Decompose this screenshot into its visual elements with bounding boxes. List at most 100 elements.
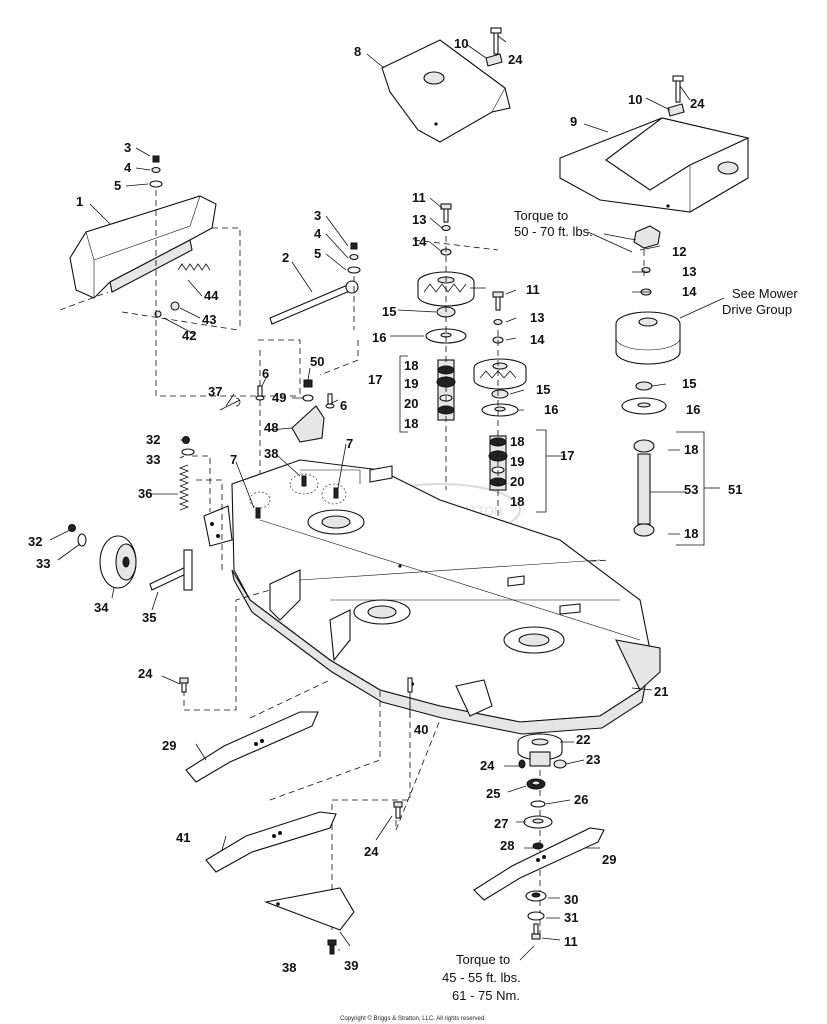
callout-6: 6 [262,366,269,381]
torque-note-bottom-line2: 45 - 55 ft. lbs. [442,970,521,985]
callout-labels: 1 2 3 4 5 3 4 5 44 43 42 8 10 24 10 24 9… [28,36,742,975]
callout-11: 11 [526,282,540,297]
blade-29-right [473,827,605,901]
assembly-lines-wheel [192,455,223,572]
bolt-6-right [325,393,335,409]
callout-24: 24 [138,666,153,681]
washer-30 [525,890,547,902]
callout-20: 20 [404,396,418,411]
nut-43 [170,301,180,311]
callout-37: 37 [208,384,222,399]
spindle-shaft-right [633,439,655,537]
callout-18: 18 [510,434,524,449]
callout-53: 53 [684,482,698,497]
washer-31 [527,911,545,921]
mower-drive-note-line1: See Mower [732,286,798,301]
callout-35: 35 [142,610,156,625]
callout-8: 8 [354,44,361,59]
bolt-24-left [179,677,189,693]
deck-cover-8 [381,39,511,143]
callout-30: 30 [564,892,578,907]
callout-15: 15 [536,382,550,397]
callout-44: 44 [204,288,219,303]
callout-22: 22 [576,732,590,747]
callout-29: 29 [162,738,176,753]
key-28 [532,842,544,850]
callout-51: 51 [728,482,742,497]
callout-16: 16 [686,402,700,417]
callout-7: 7 [346,436,353,451]
callout-2: 2 [282,250,289,265]
callout-21: 21 [654,684,668,699]
bolt-6-left [255,385,265,401]
callout-16: 16 [544,402,558,417]
spring-36 [178,464,190,511]
callout-12: 12 [672,244,686,259]
callout-28: 28 [500,838,514,853]
callout-38: 38 [282,960,296,975]
spindle-pulley-middle [473,291,527,417]
torque-note-top-line2: 50 - 70 ft. lbs. [514,224,593,239]
callout-32: 32 [28,534,42,549]
callout-15: 15 [682,376,696,391]
hairpin-37 [219,397,241,411]
callout-31: 31 [564,910,578,925]
callout-16: 16 [372,330,386,345]
callout-1: 1 [76,194,83,209]
mower-deck-21 [231,459,661,735]
callout-18: 18 [404,416,418,431]
callout-7: 7 [230,452,237,467]
callout-14: 14 [530,332,545,347]
callout-18: 18 [684,442,698,457]
torque-note-bottom: Torque to 45 - 55 ft. lbs. 61 - 75 Nm. [442,952,521,1003]
callout-13: 13 [530,310,544,325]
nut-50 [303,379,313,388]
bolt-40 [407,677,413,693]
bolt-24-lower [393,801,403,819]
callout-50: 50 [310,354,324,369]
callout-38: 38 [264,446,278,461]
wheel-axle-35 [149,549,193,591]
spindle-housing-22 [517,733,563,767]
blade-29-left [185,711,319,783]
callout-11: 11 [564,934,578,949]
callout-33: 33 [146,452,160,467]
callout-14: 14 [682,284,697,299]
fitting-23 [553,759,567,769]
bolt-7-left [255,507,261,519]
spring-44 [177,263,211,271]
callout-15: 15 [382,304,396,319]
washer-49 [302,394,314,402]
callout-40: 40 [414,722,428,737]
callout-24: 24 [690,96,705,111]
hardware-stack-3-4-5-right [347,242,361,274]
callout-27: 27 [494,816,508,831]
chute-bracket-48 [291,405,325,443]
spindle-pulley-right [615,225,681,415]
spacer-26 [530,800,546,808]
bracket-10-left [485,27,503,67]
callout-24: 24 [364,844,379,859]
bearing-25 [526,778,546,790]
callout-6: 6 [340,398,347,413]
callout-25: 25 [486,786,500,801]
washer-33-lower [77,533,87,547]
assembly-lines-cover [59,190,359,480]
washer-33-upper [181,448,195,456]
callout-23: 23 [586,752,600,767]
callout-49: 49 [272,390,286,405]
copyright-text: Copyright © Briggs & Stratton, LLC. All … [340,1015,486,1022]
bolt-7-right [333,487,339,499]
bolt-38-top [301,475,307,487]
bolt-42 [154,310,162,318]
callout-29: 29 [602,852,616,867]
callout-36: 36 [138,486,152,501]
spindle-bracket-middle [536,429,547,513]
callout-20: 20 [510,474,524,489]
nut-32-lower [68,524,76,532]
hardware-stack-3-4-5-left [149,155,163,188]
callout-17: 17 [368,372,382,387]
leader-lines [49,35,725,951]
spindle-bracket-right [676,431,720,546]
callout-43: 43 [202,312,216,327]
